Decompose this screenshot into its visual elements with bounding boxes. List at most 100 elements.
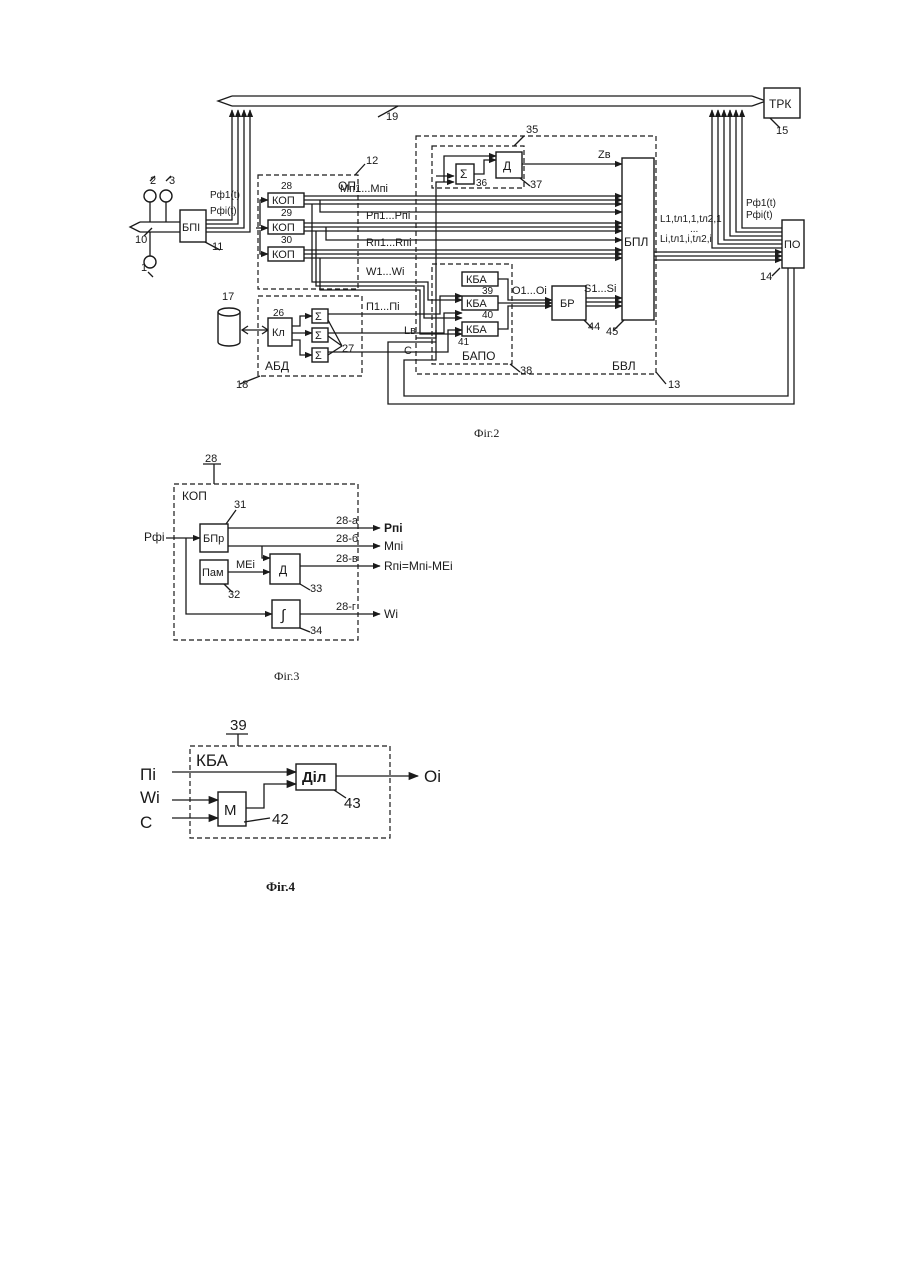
fig3-mei: MEi [236, 559, 255, 571]
kba-41-label: КБА [466, 324, 487, 336]
ref-18: 18 [236, 379, 248, 391]
signal-pi: П1...Пi [366, 301, 400, 313]
sensor-3 [160, 190, 172, 202]
ref-30: 30 [281, 235, 293, 246]
signal-o: O1...Oi [512, 285, 547, 297]
fig2-caption: Фіг.2 [474, 426, 499, 440]
output-label-b: Mпi [384, 539, 403, 553]
ref-17: 17 [222, 291, 234, 303]
sum-36-label: Σ [460, 167, 467, 181]
trk-label: ТРК [769, 97, 791, 111]
ref-10: 10 [135, 234, 147, 246]
figure-4: 39 КБА Пi Wi C М 42 Діл 43 Oi Фіг.4 [140, 717, 441, 894]
ref-37: 37 [530, 179, 542, 191]
sensor-2 [144, 190, 156, 202]
signal-li: Li,tл1,i,tл2,i [660, 234, 712, 245]
fig3-title: КОП [182, 489, 207, 503]
ref-13: 13 [668, 379, 680, 391]
ref-42: 42 [272, 811, 289, 828]
ref-38: 38 [520, 365, 532, 377]
output-code-c: 28-в [336, 553, 358, 565]
fig3-ref: 28 [205, 453, 217, 465]
signal-z: Zв [598, 149, 611, 161]
database-17 [218, 308, 240, 346]
ref-14: 14 [760, 271, 772, 283]
input-wi: Wi [140, 788, 160, 807]
fig4-caption: Фіг.4 [266, 879, 295, 894]
output-code-d: 28-г [336, 601, 356, 613]
kl-label: Кл [272, 327, 285, 339]
signal-w: W1...Wi [366, 266, 405, 278]
sum-1-label: Σ [315, 311, 322, 323]
ref-15: 15 [776, 125, 788, 137]
fig4-ref: 39 [230, 717, 247, 734]
kba-40-label: КБА [466, 298, 487, 310]
d-37-label: Д [503, 159, 511, 173]
bapo-label: БАПО [462, 349, 495, 363]
ref-27: 27 [342, 343, 354, 355]
ref-29: 29 [281, 208, 293, 219]
signal-c: C [404, 345, 412, 357]
ref-40: 40 [482, 310, 494, 321]
signal-pf1-right: Pф1(t) [746, 197, 776, 209]
ref-1: 1 [141, 262, 147, 274]
signal-pfi-right: Pфi(t) [746, 209, 773, 221]
output-label-d: Wi [384, 607, 398, 621]
ref-41: 41 [458, 337, 470, 348]
input-c: C [140, 813, 152, 832]
signal-lv: Lв [404, 325, 416, 337]
fig4-title: КБА [196, 751, 229, 770]
ref-44: 44 [588, 321, 600, 333]
ref-2: 2 [150, 175, 156, 187]
bpr-label: БПр [203, 533, 224, 545]
output-label-c: Rпi=Mпi-MEi [384, 559, 453, 573]
output-oi: Oi [424, 767, 441, 786]
fig3-input: Pфi [144, 530, 165, 544]
signal-m: Mп1...Mпi [340, 183, 388, 195]
ref-43: 43 [344, 795, 361, 812]
bvl-group [416, 136, 656, 374]
output-label-a: Pпi [384, 521, 403, 535]
d-33-label: Д [279, 563, 287, 577]
ref-45: 45 [606, 326, 618, 338]
fig3-caption: Фіг.3 [274, 669, 299, 683]
br-label: БР [560, 298, 575, 310]
ref-35: 35 [526, 124, 538, 136]
signal-r: Rп1...Rпi [366, 237, 412, 249]
ref-19: 19 [386, 111, 398, 123]
m-42-label: М [224, 802, 237, 819]
bvl-label: БВЛ [612, 359, 636, 373]
ref-31: 31 [234, 499, 246, 511]
ref-34: 34 [310, 625, 322, 637]
kop-29-label: КОП [272, 222, 295, 234]
dil-43-label: Діл [302, 769, 326, 786]
signal-s: S1...Si [584, 283, 616, 295]
ref-28: 28 [281, 181, 293, 192]
sum-2-label: Σ [315, 330, 322, 342]
int-block-34 [272, 600, 300, 628]
ref-36: 36 [476, 178, 488, 189]
kba-39-label: КБА [466, 274, 487, 286]
ref-32: 32 [228, 589, 240, 601]
signal-pf1: Pф1(t) [210, 189, 240, 201]
output-code-b: 28-б [336, 533, 358, 545]
figure-3: 28 КОП Pфi БПр 31 Пам 32 Д 33 ∫ 34 MEi 2… [144, 453, 453, 683]
ref-33: 33 [310, 583, 322, 595]
signal-p: Pп1...Pпi [366, 210, 410, 222]
sum-3-label: Σ [315, 350, 322, 362]
ref-3: 3 [169, 175, 175, 187]
pam-label: Пам [202, 567, 224, 579]
kop-28-label: КОП [272, 195, 295, 207]
ref-26: 26 [273, 308, 285, 319]
bpi-label: БПІ [182, 222, 200, 234]
bus-19 [218, 96, 766, 117]
kop-30-label: КОП [272, 249, 295, 261]
po-label: ПО [784, 239, 801, 251]
ref-12: 12 [366, 155, 378, 167]
bpl-label: БПЛ [624, 235, 648, 249]
ref-11: 11 [212, 241, 223, 253]
input-pi: Пi [140, 765, 156, 784]
output-code-a: 28-а [336, 515, 359, 527]
abd-label: АБД [265, 359, 289, 373]
